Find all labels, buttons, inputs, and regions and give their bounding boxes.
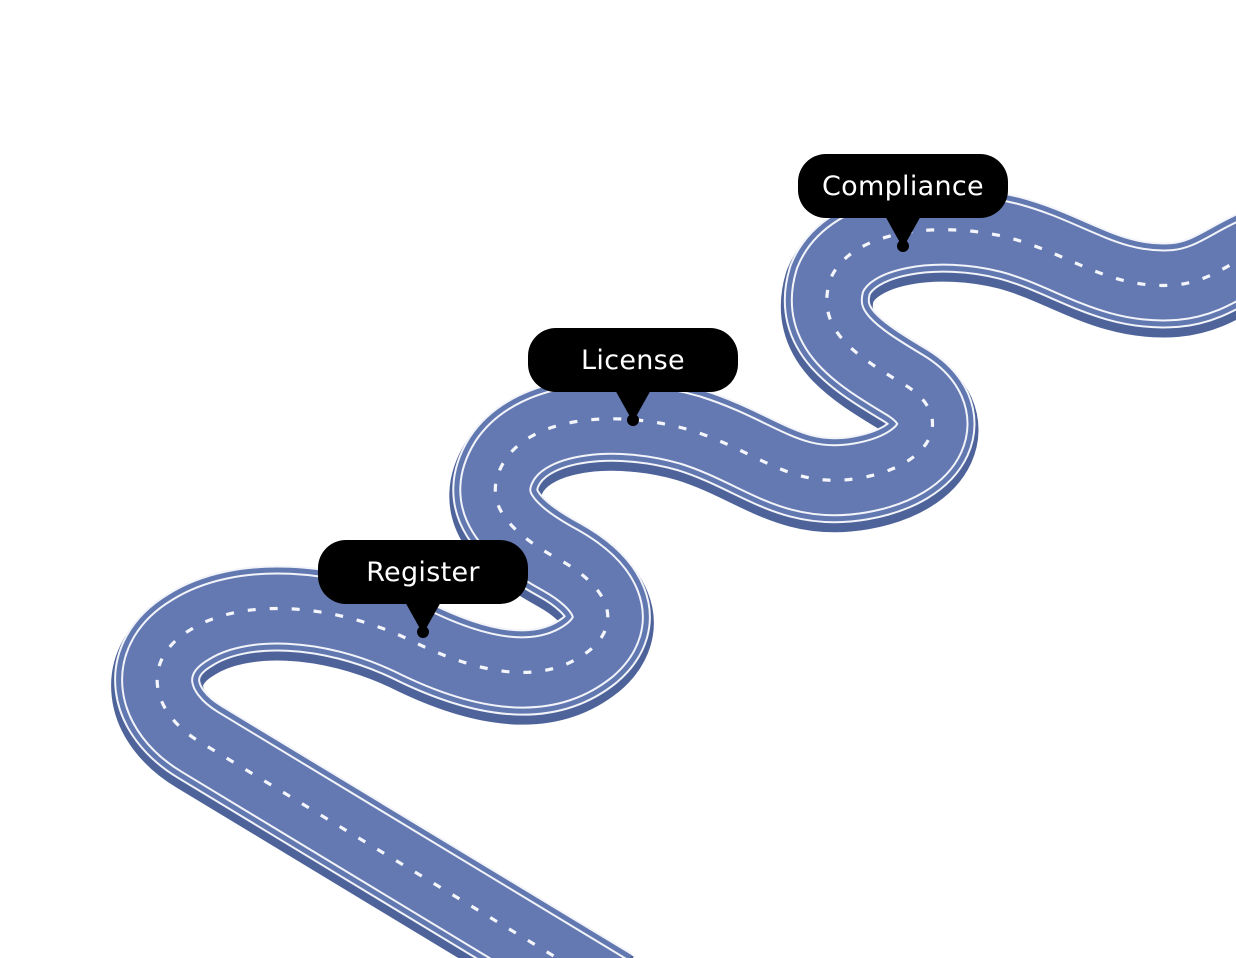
milestone-register-label: Register <box>366 556 480 588</box>
pin-pointer-icon <box>614 388 652 426</box>
pin-pointer-icon <box>884 214 922 252</box>
milestone-license: License <box>528 328 738 426</box>
milestone-license-label: License <box>581 344 685 376</box>
milestone-compliance-label: Compliance <box>822 170 984 202</box>
milestone-compliance: Compliance <box>798 154 1008 252</box>
pin-pointer-icon <box>404 600 442 638</box>
milestone-register: Register <box>318 540 528 638</box>
